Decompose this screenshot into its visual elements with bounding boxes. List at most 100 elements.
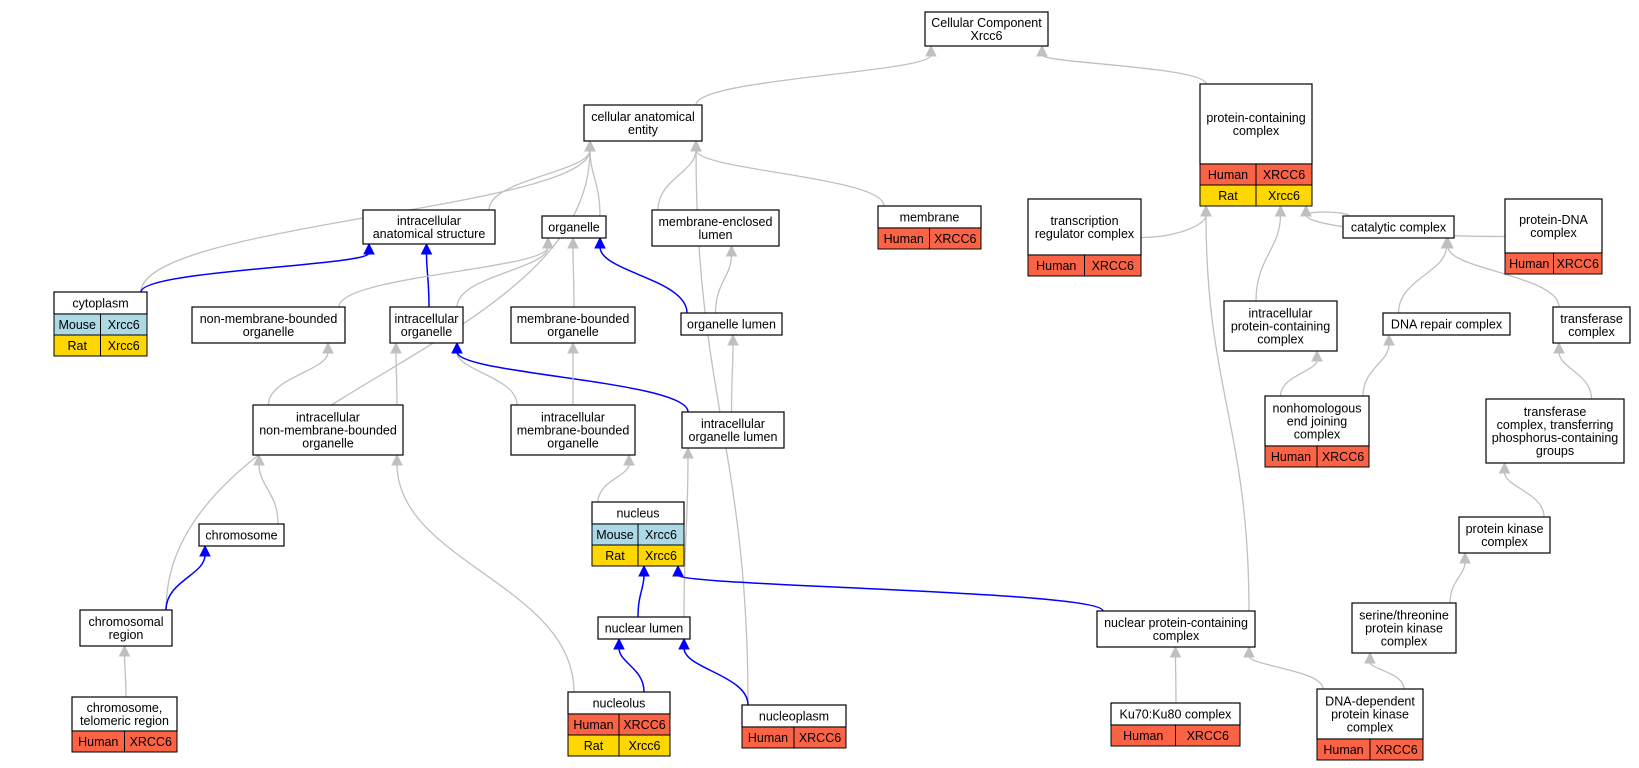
node-label-line: complex, transferring (1497, 418, 1614, 432)
edge-line (1255, 214, 1282, 302)
node-box (389, 306, 464, 344)
node-box (1382, 312, 1511, 336)
gene-cell (1084, 254, 1142, 277)
edge-stpkc-to-pkc (1449, 551, 1471, 604)
node-label-line: nuclear lumen (605, 622, 684, 636)
edge-arrowhead (322, 341, 334, 354)
node-organelle-lumen[interactable]: organelle lumen (680, 312, 783, 336)
edge-arrowhead (420, 242, 433, 255)
edge-line (1397, 246, 1448, 314)
species-label: Rat (605, 549, 625, 563)
node-label-line: complex (1381, 635, 1428, 649)
node-label-line: anatomical structure (373, 227, 486, 241)
edge-nucleolus-to-inmbo (391, 453, 575, 693)
node-label-line: serine/threonine (1359, 609, 1449, 623)
edge-arrowhead (1364, 651, 1376, 664)
species-label: Rat (68, 339, 88, 353)
node-label-line: intracellular (296, 411, 360, 425)
node-box (510, 306, 636, 344)
edge-nhej-to-drc (1362, 333, 1395, 397)
edge-line (1140, 214, 1207, 239)
node-box (79, 609, 173, 647)
gene-cell (793, 726, 847, 749)
gene-symbol: XRCC6 (1322, 450, 1364, 464)
edge-ku-to-npcc (1169, 645, 1182, 704)
edge-line (488, 149, 591, 211)
species-label: Human (1123, 729, 1163, 743)
node-label-line: protein kinase (1331, 708, 1409, 722)
node-nuclear-lumen[interactable]: nuclear lumen (597, 616, 691, 640)
edge-trc-to-pcc (1140, 204, 1212, 239)
edge-line (714, 254, 733, 314)
edge-mbo-to-organelle (567, 236, 579, 308)
node-box (1223, 300, 1338, 352)
edge-arrowhead (623, 453, 635, 466)
edge-arrowhead (363, 242, 375, 255)
node-label-line: complex (1347, 721, 1394, 735)
node-organelle[interactable]: organelle (541, 215, 607, 239)
node-label-line: nucleus (616, 507, 659, 521)
edge-inmbo-to-io (390, 341, 402, 406)
edge-pcc-to-root (1036, 44, 1207, 85)
node-box (1485, 398, 1625, 464)
edge-line (456, 351, 518, 406)
node-label-line: intracellular (541, 411, 605, 425)
edge-iol-to-ol (727, 333, 739, 413)
edge-membrane-to-cae (690, 139, 885, 207)
species-label: Human (1036, 259, 1076, 273)
node-box (1096, 610, 1256, 648)
edge-line (338, 246, 549, 308)
node-intracellular-non-membrane-bounded-organelle[interactable]: intracellularnon-membrane-boundedorganel… (252, 404, 404, 456)
edge-cae-to-root (695, 44, 937, 106)
node-chromosome[interactable]: chromosome (198, 523, 285, 547)
edge-line (1558, 351, 1593, 400)
edge-arrowhead (682, 446, 694, 459)
species-label: Human (1323, 743, 1363, 757)
node-label-line: organelle (547, 437, 598, 451)
edge-arrowhead (1243, 645, 1255, 658)
node-box (681, 411, 785, 449)
node-dna-repair-complex[interactable]: DNA repair complex (1382, 312, 1511, 336)
node-label-line: membrane-bounded (517, 424, 630, 438)
edge-arrowhead (584, 139, 596, 152)
node-box (1351, 602, 1457, 654)
node-catalytic-complex[interactable]: catalytic complex (1342, 215, 1455, 239)
edge-line (1248, 655, 1324, 690)
gene-symbol: XRCC6 (1557, 257, 1599, 271)
node-label-line: telomeric region (80, 714, 169, 728)
